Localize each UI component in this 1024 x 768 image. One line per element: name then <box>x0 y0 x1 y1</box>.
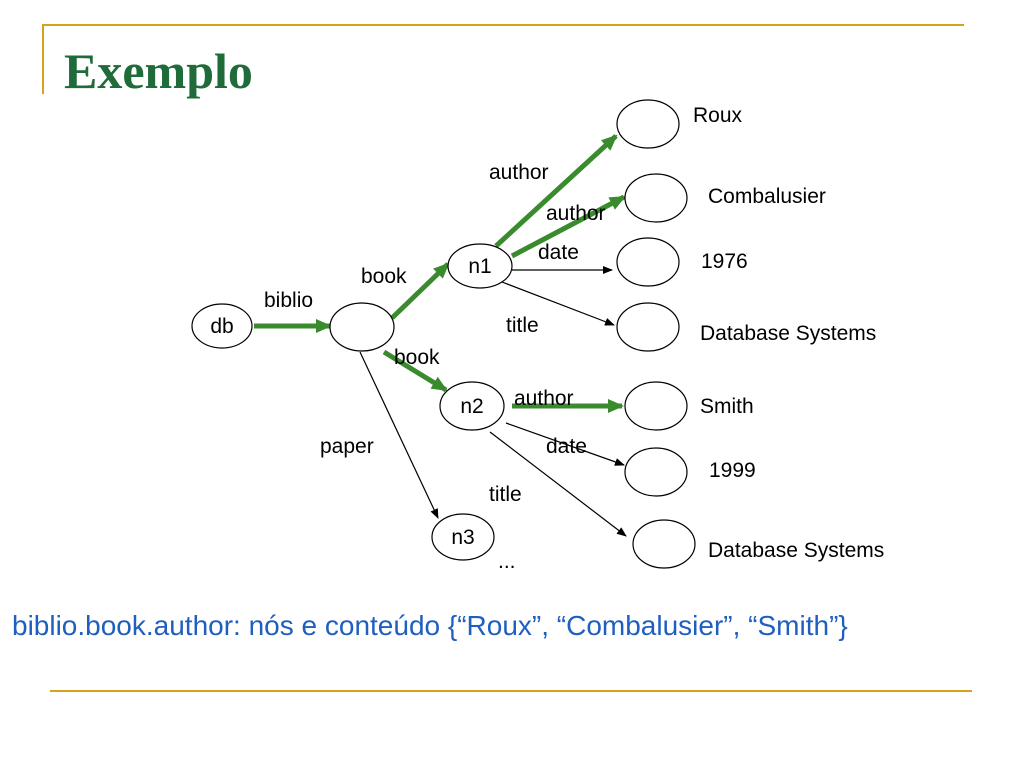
node-title2 <box>632 519 696 569</box>
node-1976 <box>616 237 680 287</box>
edge-label-author2: author <box>546 202 606 225</box>
edge-label-biblio: biblio <box>264 289 313 312</box>
value-1976: 1976 <box>701 250 748 273</box>
edge-label-title2: title <box>489 483 522 506</box>
value-ellipsis: ... <box>498 550 516 573</box>
node-n3-label: n3 <box>451 526 474 549</box>
value-title2: Database Systems <box>708 539 884 562</box>
left-accent-bar <box>42 24 44 94</box>
edge-book2 <box>382 349 448 393</box>
edge-book1 <box>390 262 450 320</box>
node-n2 <box>439 381 505 431</box>
edge-label-author3: author <box>514 387 574 410</box>
edge-date2 <box>505 422 625 466</box>
edge-title1 <box>501 281 615 326</box>
edge-author1 <box>494 134 618 248</box>
edge-label-book2: book <box>394 346 440 369</box>
node-biblio <box>329 302 395 352</box>
node-n1-label: n1 <box>468 255 491 278</box>
value-title1: Database Systems <box>700 322 876 345</box>
node-roux <box>616 99 680 149</box>
edge-label-date1: date <box>538 241 579 264</box>
edge-label-title1: title <box>506 314 539 337</box>
node-title1 <box>616 302 680 352</box>
bottom-accent-bar <box>50 690 972 692</box>
edge-label-date2: date <box>546 435 587 458</box>
node-1999 <box>624 447 688 497</box>
edge-label-book1: book <box>361 265 407 288</box>
edge-paper <box>359 351 439 519</box>
value-smith: Smith <box>700 395 754 418</box>
edge-title2 <box>489 431 627 537</box>
node-db <box>191 303 253 349</box>
top-accent-bar <box>44 24 964 26</box>
node-db-label: db <box>210 315 233 338</box>
value-1999: 1999 <box>709 459 756 482</box>
edge-label-author1: author <box>489 161 549 184</box>
value-roux: Roux <box>693 104 743 127</box>
edge-author2 <box>510 194 626 259</box>
slide-caption: biblio.book.author: nós e conteúdo {“Rou… <box>12 610 848 641</box>
value-combalusier: Combalusier <box>708 185 826 208</box>
node-n1 <box>447 243 513 289</box>
node-n2-label: n2 <box>460 395 483 418</box>
node-smith <box>624 381 688 431</box>
edge-label-paper: paper <box>320 435 374 458</box>
slide-title: Exemplo <box>64 43 253 99</box>
node-combalusier <box>624 173 688 223</box>
node-n3 <box>431 513 495 561</box>
